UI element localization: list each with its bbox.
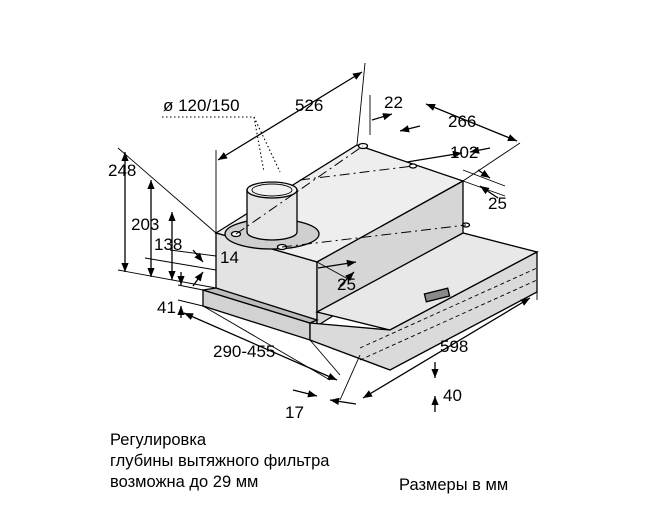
duct-connector bbox=[224, 142, 471, 251]
dim-203: 203 bbox=[131, 215, 159, 234]
dim-22: 22 bbox=[384, 93, 403, 112]
dim-290-455: 290-455 bbox=[213, 342, 275, 361]
note-line-2: глубины вытяжного фильтра bbox=[110, 452, 330, 470]
dim-248: 248 bbox=[108, 161, 136, 180]
dim-138: 138 bbox=[154, 235, 182, 254]
dim-14: 14 bbox=[220, 248, 239, 267]
note-line-3: возможна до 29 мм bbox=[110, 473, 259, 491]
dim-102: 102 bbox=[450, 143, 478, 162]
dim-40: 40 bbox=[443, 386, 462, 405]
adjustment-note: Регулировка глубины вытяжного фильтра во… bbox=[110, 430, 329, 493]
centerline-front bbox=[281, 224, 467, 248]
dim-25-top: 25 bbox=[488, 194, 507, 213]
note-line-1: Регулировка bbox=[110, 431, 207, 449]
dim-41: 41 bbox=[157, 298, 176, 317]
duct-top-opening bbox=[246, 181, 298, 199]
centerline-top bbox=[299, 165, 414, 181]
duct-body bbox=[246, 189, 298, 241]
dim-526: 526 bbox=[295, 96, 323, 115]
dim-25-mid: 25 bbox=[337, 275, 356, 294]
dim-598: 598 bbox=[440, 337, 468, 356]
mount-hole-rear-right bbox=[408, 163, 418, 169]
dim-266: 266 bbox=[448, 112, 476, 131]
dim-duct-diameter: ø 120/150 bbox=[163, 96, 240, 115]
centerline-left bbox=[235, 145, 364, 235]
dimension-lines bbox=[121, 71, 531, 412]
units-label: Размеры в мм bbox=[399, 476, 509, 494]
dim-17: 17 bbox=[285, 403, 304, 422]
